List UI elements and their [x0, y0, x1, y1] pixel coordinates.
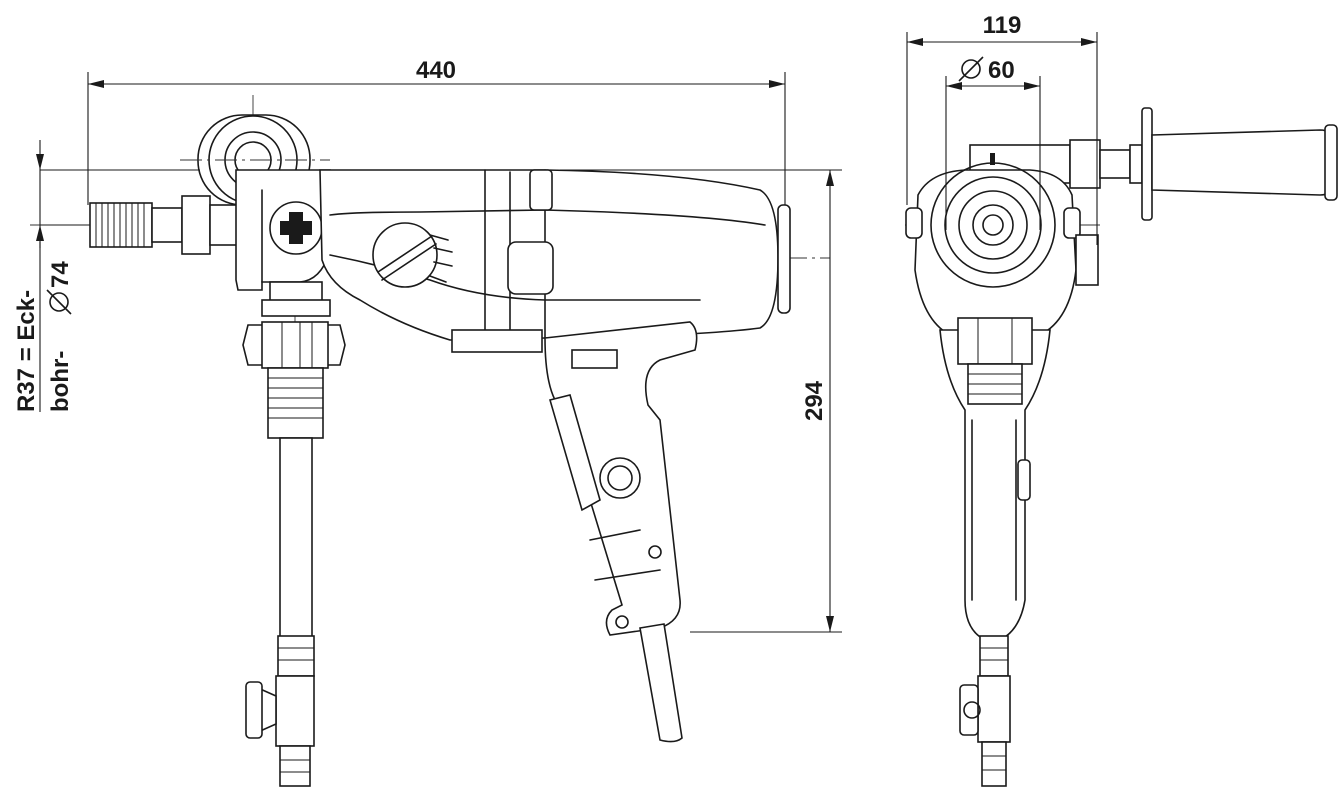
corner-label-top: R37 = Eck-	[13, 290, 40, 412]
front-body	[939, 317, 1051, 787]
side-view: 440 294 R37 = Eck- bohr-	[13, 57, 842, 787]
gear-head	[235, 169, 331, 291]
diameter-symbol-icon	[958, 56, 984, 82]
dimension-60-label: 60	[988, 57, 1015, 84]
threaded-spindle	[89, 195, 239, 255]
dimension-side-width: 119	[906, 12, 1098, 245]
front-view: 119 60	[905, 12, 1338, 787]
motor-housing	[319, 169, 791, 353]
dimension-440-label: 440	[416, 57, 456, 84]
corner-diameter-value: 74	[47, 261, 74, 288]
dimension-overall-length: 440	[87, 57, 786, 205]
dimension-corner-drilling: R37 = Eck- bohr- 74	[13, 140, 200, 412]
dimension-overall-height: 294	[560, 169, 842, 633]
dimension-diameter: 60	[945, 56, 1041, 230]
dimension-119-label: 119	[983, 12, 1022, 39]
water-swivel	[242, 281, 346, 787]
pistol-grip	[544, 321, 698, 743]
corner-label-bottom: bohr-	[47, 351, 74, 412]
dimension-294-label: 294	[801, 380, 828, 421]
diameter-symbol-icon	[46, 289, 72, 315]
front-gear-head	[905, 153, 1099, 336]
cross-knob-icon	[280, 212, 312, 244]
